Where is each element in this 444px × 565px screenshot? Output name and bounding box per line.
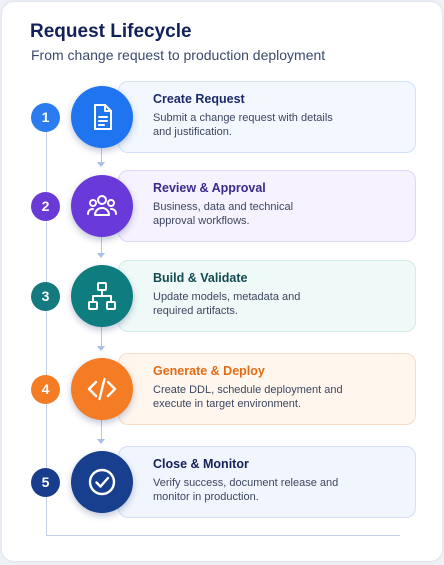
step-card: Review & Approval Business, data and tec…: [118, 170, 416, 242]
step-description: Submit a change request with details and…: [153, 112, 333, 138]
step-description: Create DDL, schedule deployment and exec…: [153, 384, 343, 410]
step-description: Verify success, document release and mon…: [153, 477, 339, 503]
step-icon-circle: [71, 358, 133, 420]
step-number: 5: [31, 468, 60, 497]
step-title: Build & Validate: [153, 271, 248, 285]
hierarchy-icon: [88, 282, 116, 310]
step-description: Update models, metadata and required art…: [153, 291, 301, 317]
connector-arrow-3-4: [97, 325, 105, 351]
connector-arrow-1-2: [97, 145, 105, 167]
step-number: 2: [31, 192, 60, 221]
step-card: Generate & Deploy Create DDL, schedule d…: [118, 353, 416, 425]
page-title: Request Lifecycle: [30, 21, 192, 42]
step-title: Generate & Deploy: [153, 364, 265, 378]
step-icon-circle: [71, 451, 133, 513]
check-circle-icon: [88, 468, 116, 496]
step-title: Create Request: [153, 92, 245, 106]
step-close-monitor: Close & Monitor Verify success, document…: [2, 446, 442, 518]
step-number: 3: [31, 282, 60, 311]
step-description: Business, data and technical approval wo…: [153, 201, 294, 227]
document-icon: [94, 104, 112, 130]
step-title: Close & Monitor: [153, 457, 249, 471]
step-card: Create Request Submit a change request w…: [118, 81, 416, 153]
step-card: Close & Monitor Verify success, document…: [118, 446, 416, 518]
step-title: Review & Approval: [153, 181, 266, 195]
connector-arrow-2-3: [97, 235, 105, 258]
step-icon-circle: [71, 175, 133, 237]
step-review-approval: Review & Approval Business, data and tec…: [2, 170, 442, 242]
step-icon-circle: [71, 86, 133, 148]
step-generate-deploy: Generate & Deploy Create DDL, schedule d…: [2, 353, 442, 425]
connector-arrow-4-5: [97, 419, 105, 444]
page-subtitle: From change request to production deploy…: [31, 47, 326, 63]
timeline-line: [46, 108, 47, 536]
step-number: 4: [31, 375, 60, 404]
step-number: 1: [31, 103, 60, 132]
timeline-bottom-line: [46, 535, 400, 536]
step-card: Build & Validate Update models, metadata…: [118, 260, 416, 332]
step-build-validate: Build & Validate Update models, metadata…: [2, 260, 442, 332]
users-icon: [87, 195, 117, 216]
code-icon: [87, 377, 117, 401]
step-icon-circle: [71, 265, 133, 327]
step-create-request: Create Request Submit a change request w…: [2, 81, 442, 153]
